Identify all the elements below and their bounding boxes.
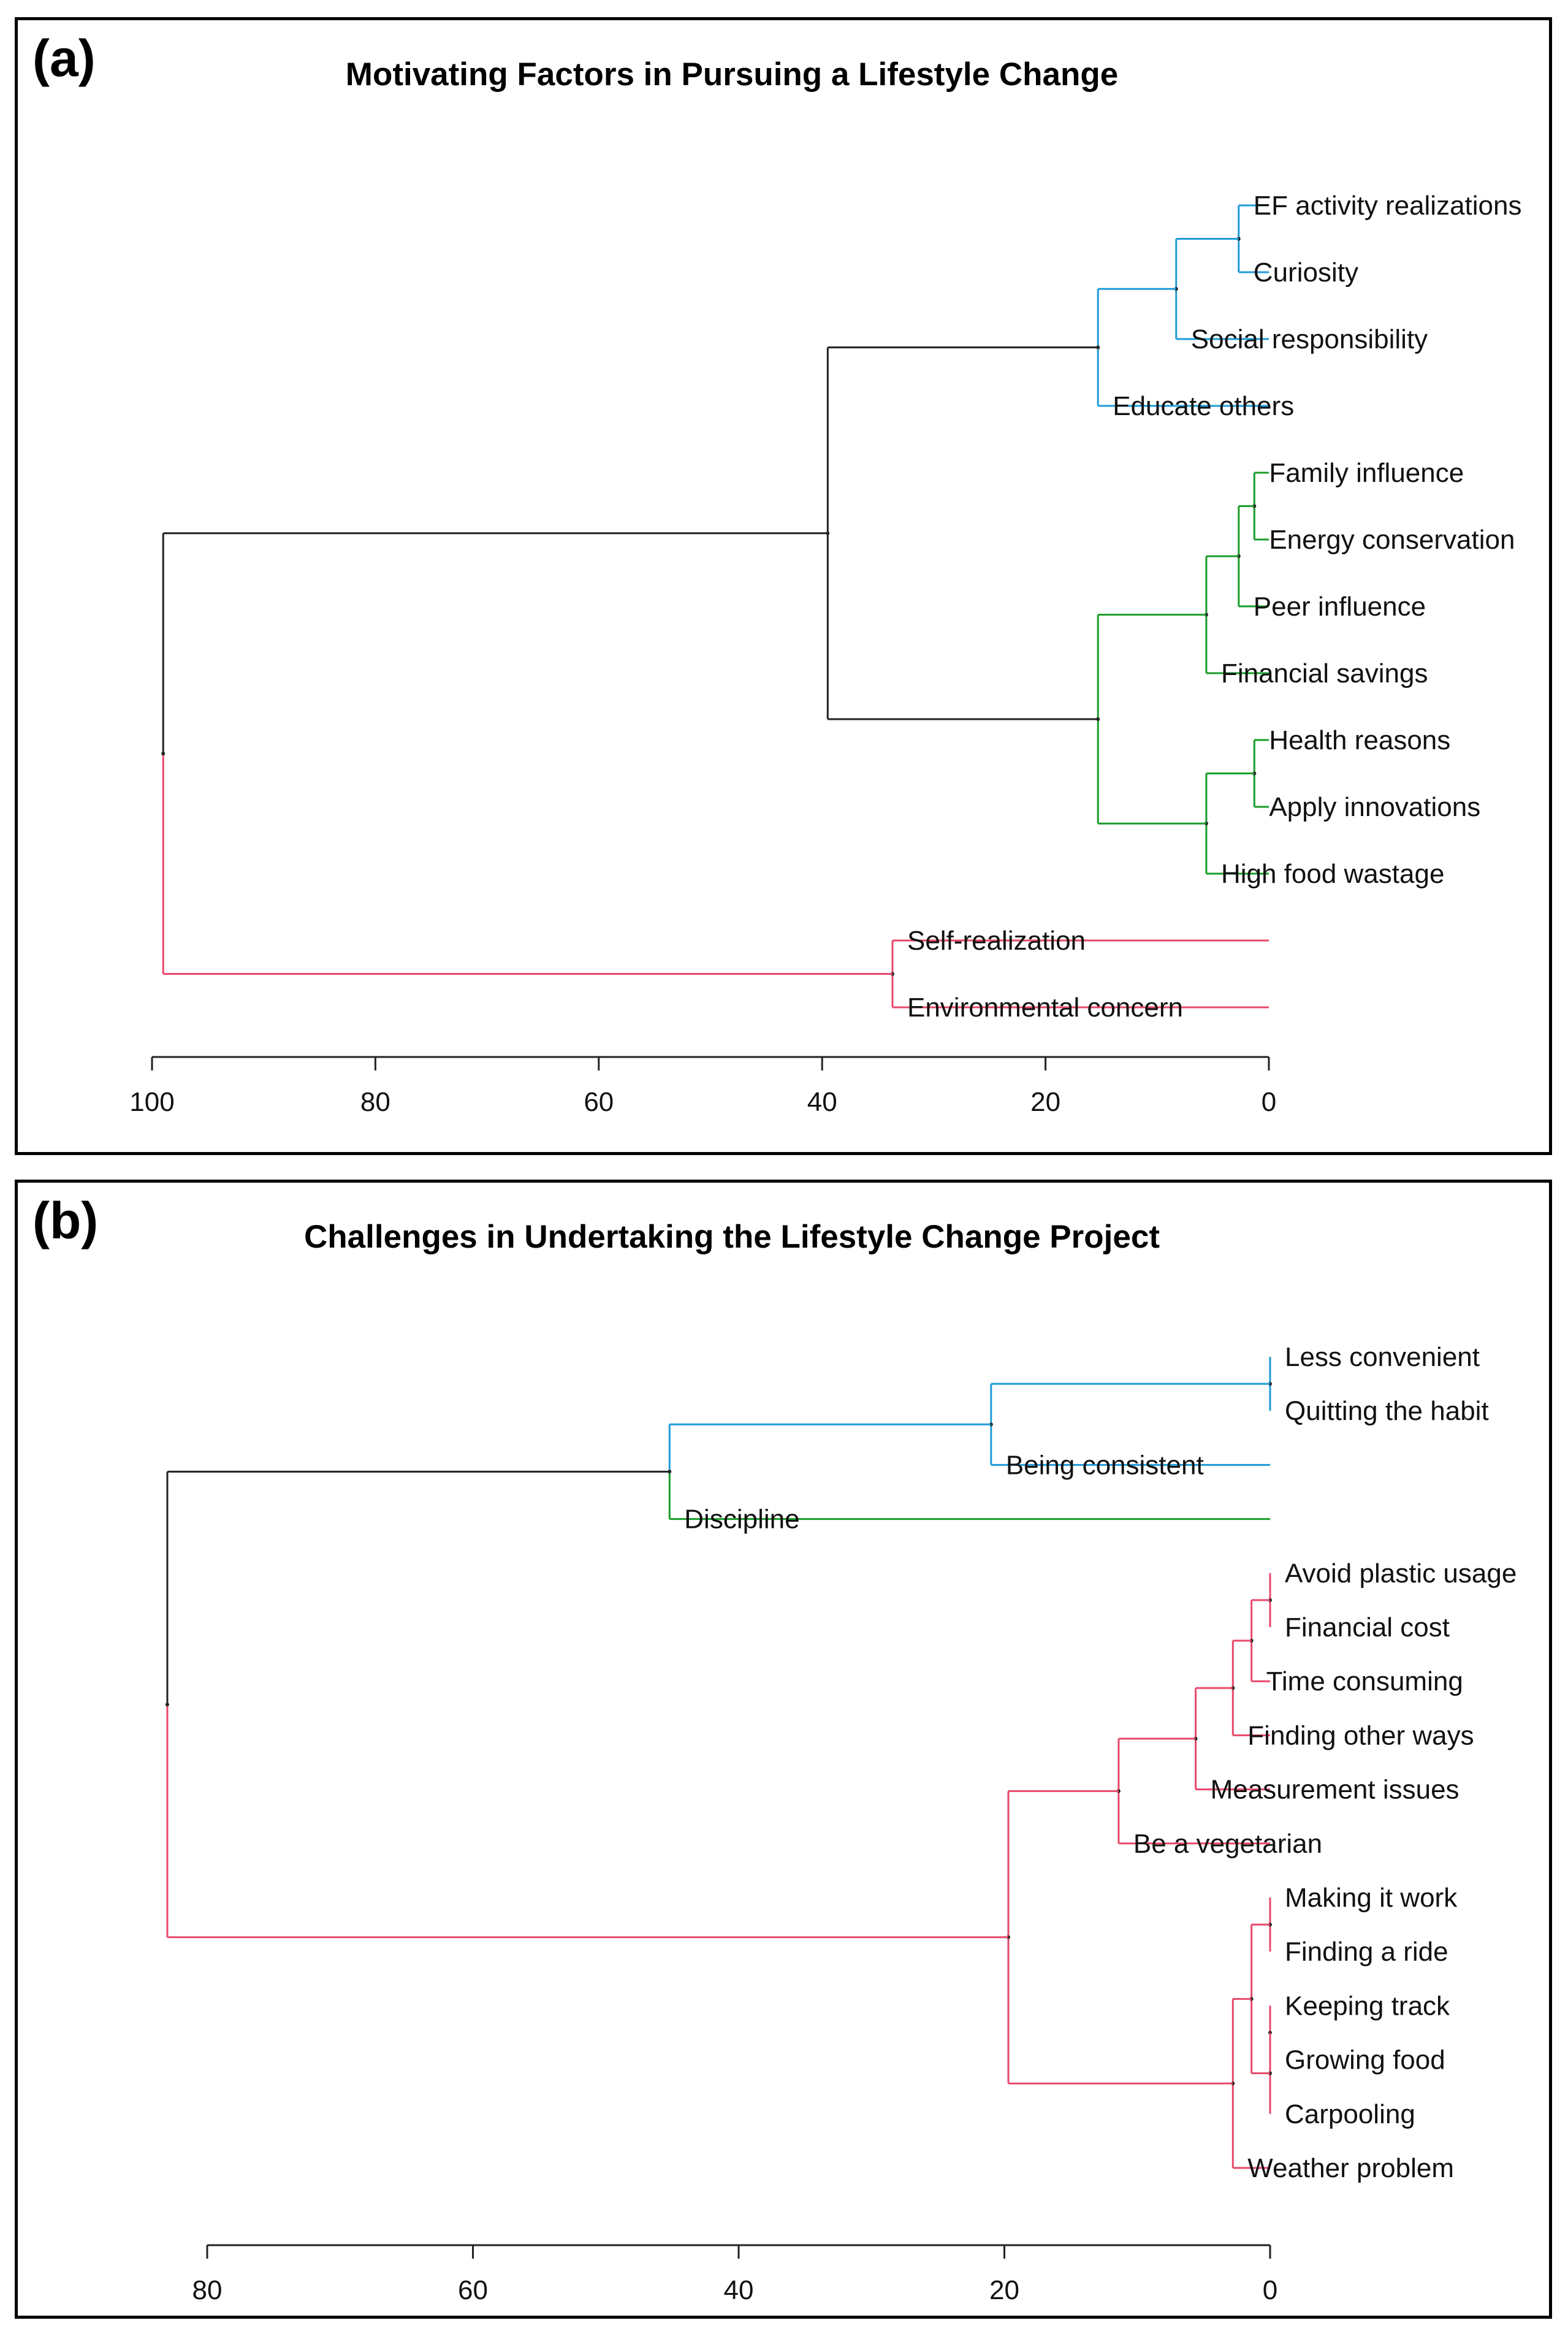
x-axis-tick-label: 40 [724,2275,754,2305]
leaf-label: Educate others [1113,391,1294,421]
leaf-label: Curiosity [1254,258,1358,288]
leaf-label: Self-realization [907,926,1086,956]
dendrogram-node [161,752,166,756]
x-axis-tick-label: 20 [1030,1087,1060,1117]
leaf-label: Measurement issues [1211,1775,1460,1805]
leaf-label: Time consuming [1266,1666,1463,1696]
leaf-label: Be a vegetarian [1133,1829,1322,1859]
panel-a: (a) Motivating Factors in Pursuing a Lif… [15,17,1552,1155]
panel-b: (b) Challenges in Undertaking the Lifest… [15,1180,1552,2319]
leaf-label: Financial cost [1285,1612,1450,1642]
leaf-label: Finding other ways [1247,1720,1474,1750]
leaf-label: Growing food [1285,2045,1445,2075]
dendrogram-a: EF activity realizationsCuriositySocial … [129,191,1522,1117]
x-axis-tick-label: 100 [129,1087,174,1117]
leaf-label: Family influence [1269,458,1464,488]
x-axis-tick-label: 80 [360,1087,390,1117]
leaf-label: Finding a ride [1285,1937,1448,1967]
leaf-label: Keeping track [1285,1991,1450,2021]
panel-b-label: (b) [32,1192,99,1249]
x-axis-tick-label: 80 [192,2275,223,2305]
leaf-label: Financial savings [1221,658,1428,689]
leaf-label: Discipline [684,1505,799,1535]
x-axis-tick-label: 20 [989,2275,1019,2305]
x-axis-tick-label: 60 [458,2275,488,2305]
dendrogram-node [165,1703,169,1707]
leaf-label: Environmental concern [907,993,1183,1023]
x-axis-tick-label: 0 [1263,2275,1277,2305]
leaf-label: Apply innovations [1269,792,1480,822]
x-axis-tick-label: 0 [1262,1087,1276,1117]
leaf-label: Quitting the habit [1285,1396,1489,1426]
leaf-label: Carpooling [1285,2099,1415,2129]
x-axis-tick-label: 60 [584,1087,614,1117]
leaf-label: Energy conservation [1269,525,1515,555]
panel-a-title: Motivating Factors in Pursuing a Lifesty… [345,56,1119,93]
leaf-label: Being consistent [1006,1450,1204,1480]
leaf-label: Weather problem [1247,2153,1454,2183]
panel-b-title: Challenges in Undertaking the Lifestyle … [304,1219,1160,1255]
leaf-label: Peer influence [1254,592,1426,622]
leaf-label: Making it work [1285,1883,1458,1913]
leaf-label: Social responsibility [1191,324,1428,354]
leaf-label: EF activity realizations [1254,191,1522,221]
leaf-label: Avoid plastic usage [1285,1558,1517,1589]
leaf-label: Health reasons [1269,725,1450,755]
x-axis-tick-label: 40 [807,1087,837,1117]
leaf-label: High food wastage [1221,859,1444,889]
leaf-label: Less convenient [1285,1342,1480,1372]
panel-a-label: (a) [32,29,96,87]
